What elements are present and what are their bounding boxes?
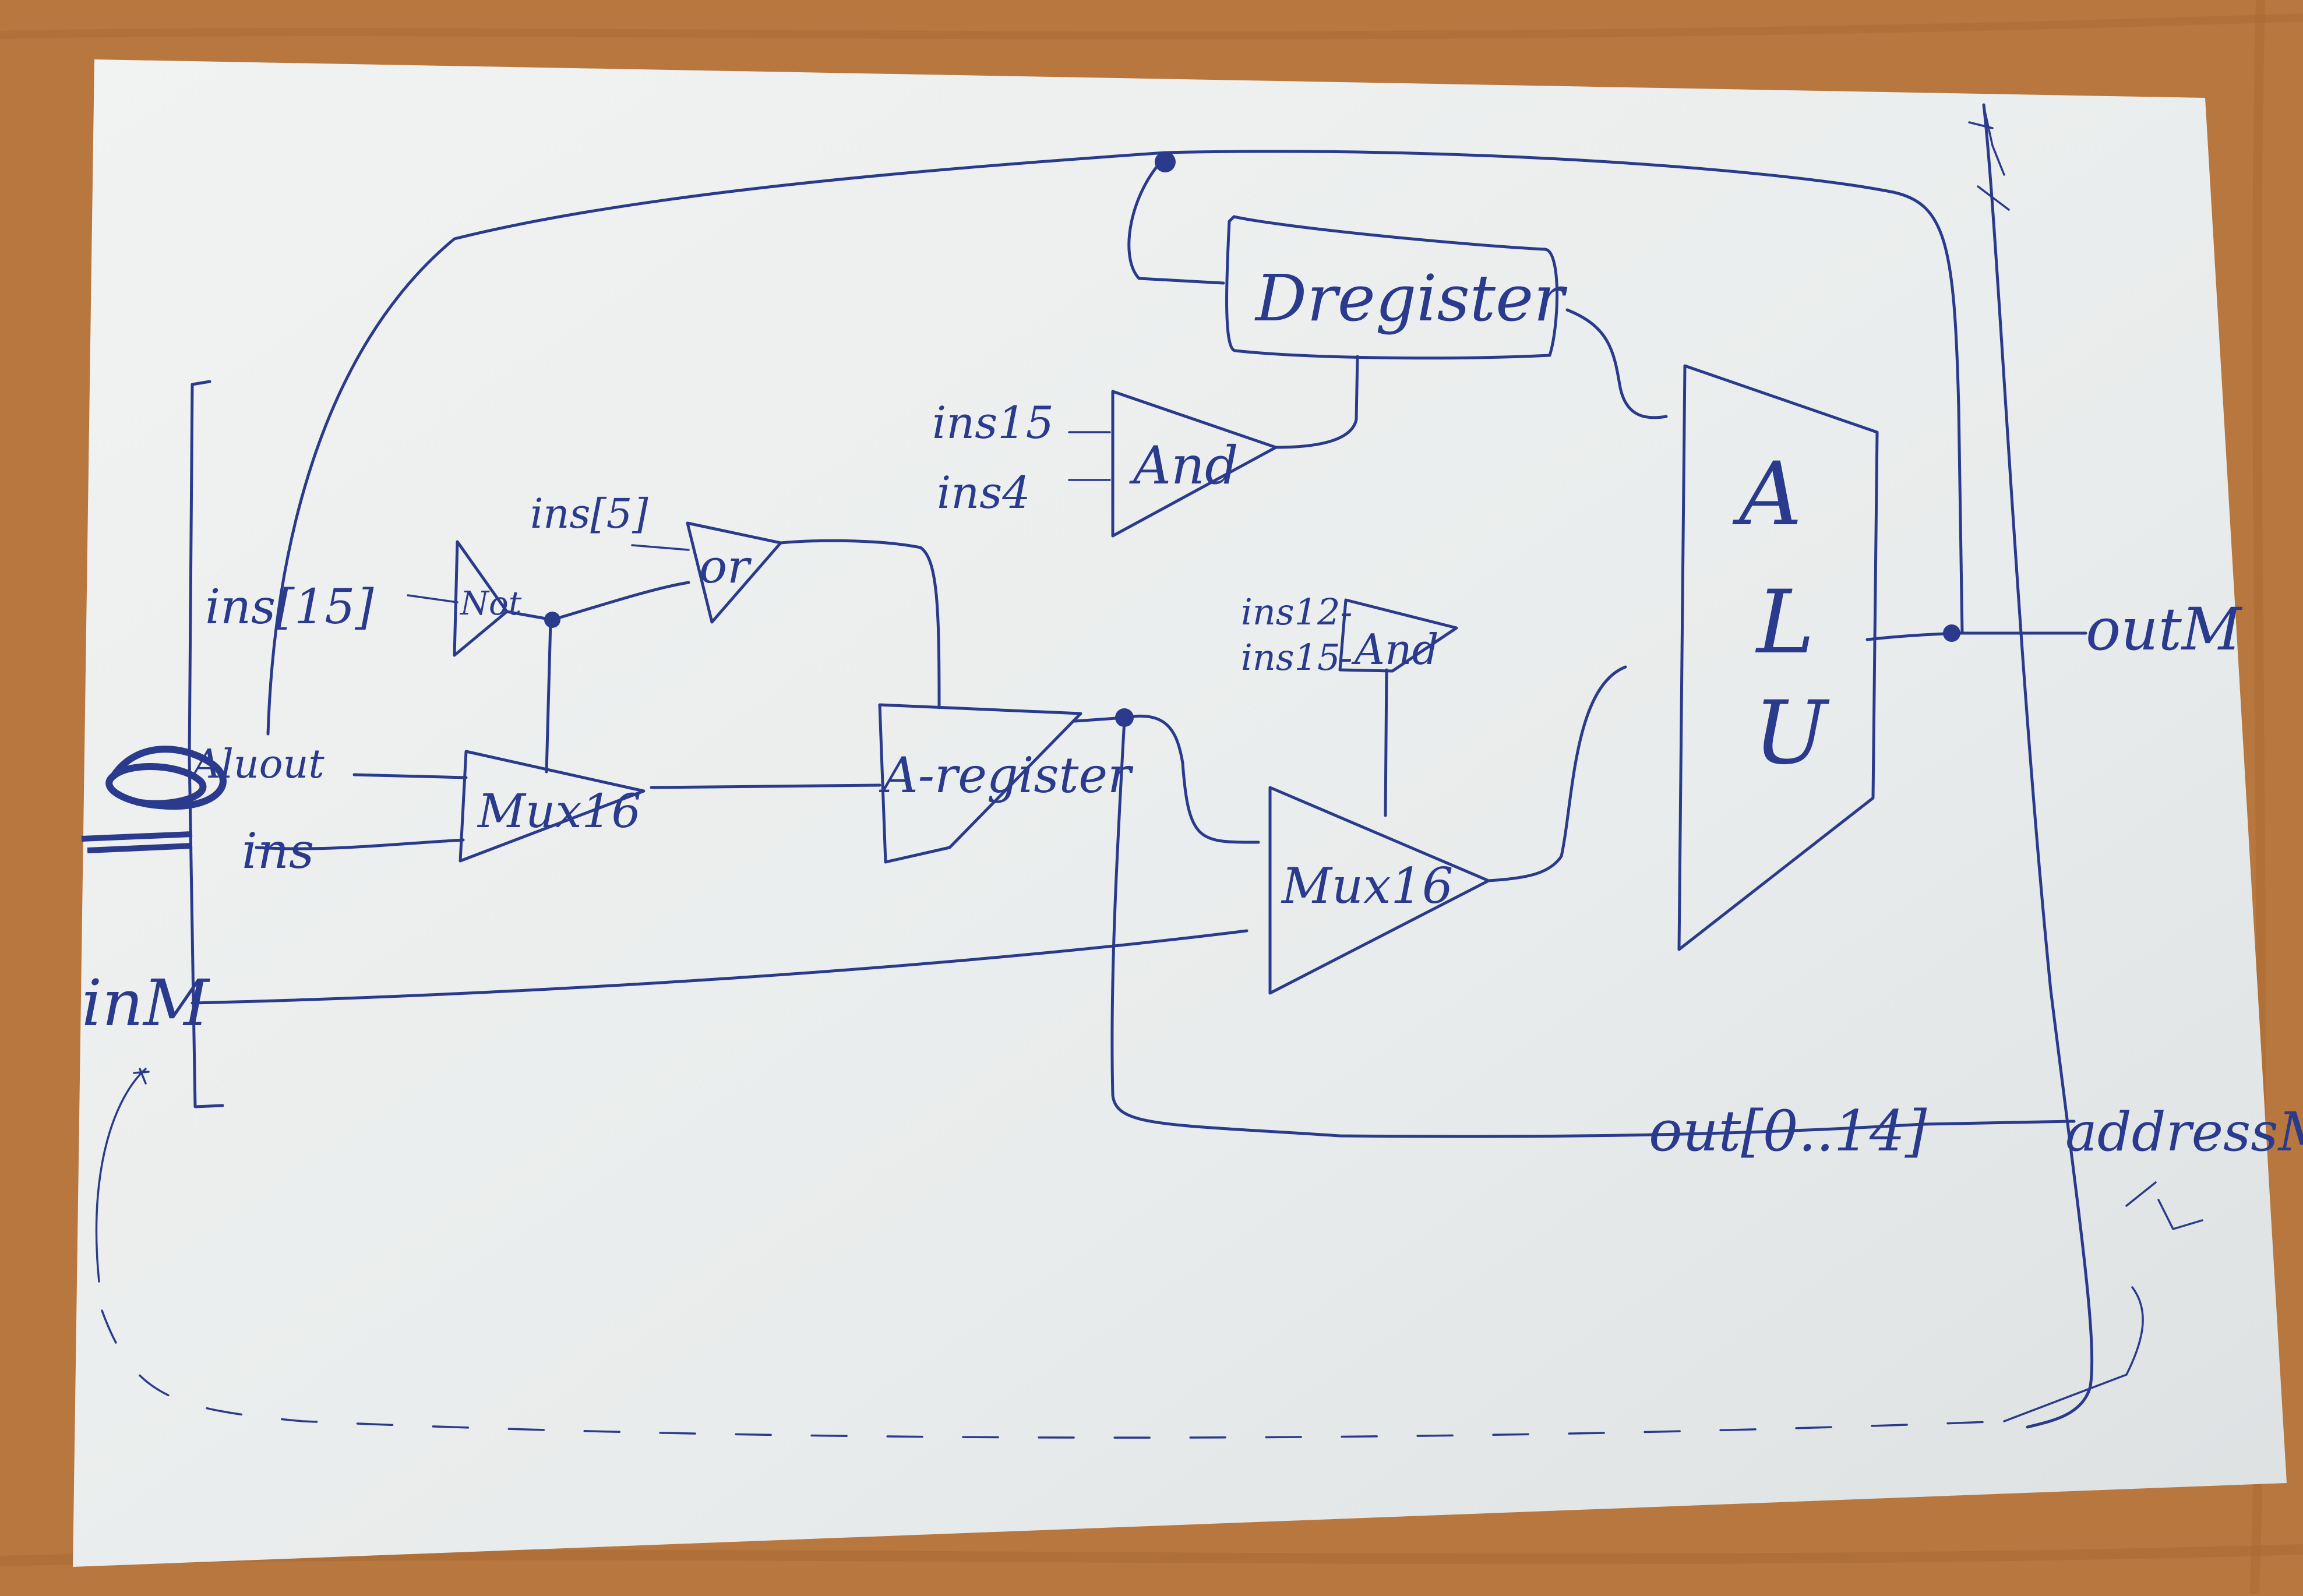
mux-right: Mux16 (1268, 786, 1490, 995)
alu-letter-3: U (1754, 683, 1830, 784)
mux-right-label: Mux16 (1281, 857, 1453, 914)
label-address-m: addressM (2065, 1101, 2303, 1163)
signal-labels: ins15 ins4 ins[5] ins[15] ins12- ins15- … (82, 397, 2303, 1164)
d-register-block: Dregister (1225, 215, 1568, 360)
and-gate-top: And (1111, 390, 1278, 538)
alu-block: A L U (1677, 364, 1879, 951)
label-ins15-mid: ins15- (1241, 636, 1352, 679)
label-ins15-left: ins[15] (205, 580, 374, 635)
paper-sheet (73, 59, 2287, 1567)
or-gate-label: or (699, 539, 752, 594)
and-top-label: And (1129, 435, 1239, 496)
and-gate-mid: And (1338, 598, 1458, 674)
alu-letter-1: A (1732, 444, 1802, 545)
mux-left-label: Mux16 (477, 784, 641, 838)
a-register-label: A-register (879, 747, 1134, 804)
alu-letter-2: L (1755, 572, 1815, 673)
junction-dots (81, 151, 1960, 853)
ins-scribble (81, 831, 193, 853)
not-gate-label: Not (459, 585, 522, 623)
label-in-m: inM (82, 966, 210, 1040)
mux-left: Mux16 (459, 750, 646, 863)
label-out-m: outM (2086, 595, 2243, 663)
label-ins12: ins12- (1241, 591, 1352, 633)
wires (95, 103, 2094, 1429)
label-ins5: ins[5] (530, 490, 648, 538)
dashed-feedback-loop (101, 1181, 2203, 1439)
not-gate: Not (453, 540, 522, 657)
label-ins: ins (242, 822, 314, 880)
label-ins15-top: ins15 (932, 397, 1054, 449)
d-register-label: Dregister (1254, 261, 1568, 336)
label-out-0-14: out[0..14] (1649, 1099, 1927, 1164)
a-register-block: A-register (878, 703, 1134, 864)
and-mid-label: And (1351, 625, 1438, 674)
label-alu-out: Aluout (189, 741, 325, 788)
label-ins4: ins4 (937, 467, 1031, 518)
alu-out-scribble (105, 746, 227, 810)
or-gate: or (686, 521, 782, 624)
